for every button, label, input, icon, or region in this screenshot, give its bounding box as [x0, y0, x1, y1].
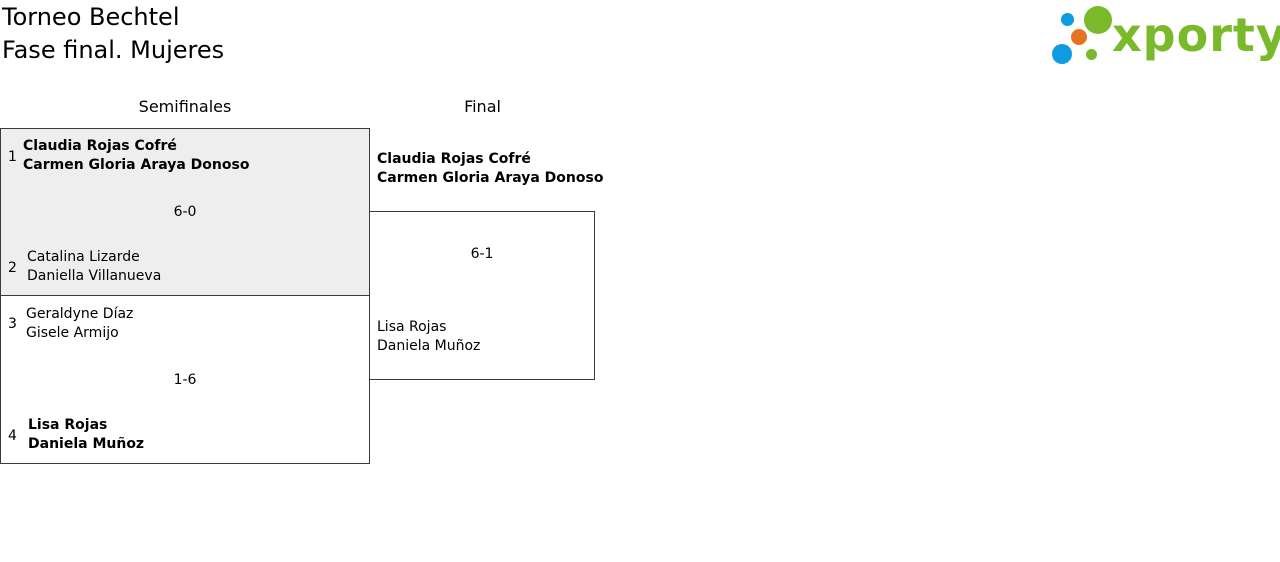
phase-title: Fase final. Mujeres	[2, 36, 225, 64]
final-team-bottom: Lisa Rojas Daniela Muñoz	[377, 318, 480, 356]
match-score: 6-1	[470, 246, 494, 262]
player-name: Gisele Armijo	[26, 325, 119, 341]
seed-number: 4	[8, 428, 17, 444]
player-name: Geraldyne Díaz	[26, 306, 134, 322]
logo-dot-orange	[1071, 29, 1087, 45]
team-2: Catalina Lizarde Daniella Villanueva	[27, 248, 161, 286]
player-name: Claudia Rojas Cofré	[377, 151, 531, 167]
xporty-logo[interactable]: xporty	[1050, 4, 1280, 66]
team-3: Geraldyne Díaz Gisele Armijo	[26, 305, 133, 343]
player-name: Catalina Lizarde	[27, 249, 140, 265]
logo-dot-green-small	[1086, 49, 1097, 60]
player-name: Lisa Rojas	[377, 319, 447, 335]
player-name: Daniela Muñoz	[377, 338, 481, 354]
semifinal-match-1[interactable]: 1 Claudia Rojas Cofré Carmen Gloria Aray…	[0, 128, 370, 296]
player-name: Carmen Gloria Araya Donoso	[377, 170, 604, 186]
logo-dot-blue-small	[1061, 13, 1074, 26]
match-score: 1-6	[173, 372, 197, 388]
final-match[interactable]: 6-1 Lisa Rojas Daniela Muñoz	[369, 211, 595, 380]
final-team-top-winner: Claudia Rojas Cofré Carmen Gloria Araya …	[377, 150, 603, 188]
player-name: Daniella Villanueva	[27, 268, 162, 284]
logo-dot-blue-large	[1052, 44, 1072, 64]
logo-dot-green	[1084, 6, 1112, 34]
player-name: Carmen Gloria Araya Donoso	[23, 157, 250, 173]
round-title-semifinals: Semifinales	[138, 97, 232, 116]
player-name: Claudia Rojas Cofré	[23, 138, 177, 154]
seed-number: 2	[8, 260, 17, 276]
seed-number: 3	[8, 316, 17, 332]
player-name: Lisa Rojas	[28, 417, 108, 433]
semifinal-match-2[interactable]: 3 Geraldyne Díaz Gisele Armijo 1-6 4 Lis…	[0, 295, 370, 464]
logo-wordmark: xporty	[1112, 8, 1280, 62]
player-name: Daniela Muñoz	[28, 436, 145, 452]
team-4-winner: Lisa Rojas Daniela Muñoz	[28, 416, 144, 454]
seed-number: 1	[8, 149, 17, 165]
match-score: 6-0	[173, 204, 197, 220]
team-1-winner: Claudia Rojas Cofré Carmen Gloria Araya …	[23, 137, 249, 175]
tournament-title: Torneo Bechtel	[2, 3, 180, 31]
round-title-final: Final	[464, 97, 501, 116]
